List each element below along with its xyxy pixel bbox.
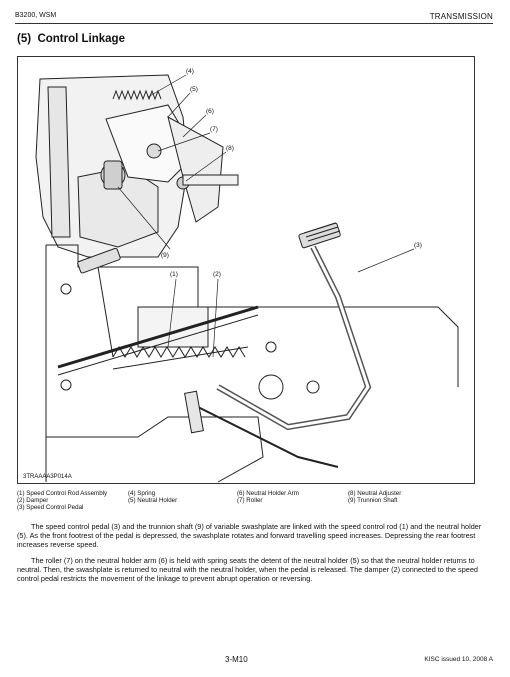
leader-2 xyxy=(212,278,219,358)
leader-3 xyxy=(357,248,415,273)
speed-control-rod-lower xyxy=(57,314,259,376)
body-paragraph-1: The speed control pedal (3) and the trun… xyxy=(17,522,482,549)
figure-code: 3TRAAAA3P014A xyxy=(23,474,72,480)
body-paragraph-2: The roller (7) on the neutral holder arm… xyxy=(17,556,478,583)
header-divider xyxy=(15,23,493,24)
rear-footrest xyxy=(77,247,121,274)
callout-2: (2) xyxy=(213,271,221,278)
legend-item: (6) Neutral Holder Arm xyxy=(237,490,299,497)
callout-7: (7) xyxy=(210,126,218,133)
leader-4 xyxy=(147,74,187,98)
legend-item: (7) Roller xyxy=(237,497,263,505)
tractor-frame xyxy=(45,244,459,482)
callout-8: (8) xyxy=(226,145,234,152)
frame-hole-2 xyxy=(60,379,72,391)
frame-hole-3 xyxy=(265,341,277,353)
page-number: 3-M10 xyxy=(225,655,248,664)
callout-5: (5) xyxy=(190,86,198,93)
page-header: B3200, WSM TRANSMISSION xyxy=(15,8,493,22)
frame-hole-5 xyxy=(306,380,320,394)
legend-item: (9) Trunnion Shaft xyxy=(348,497,398,505)
pedal-arm-left xyxy=(97,266,114,358)
leader-5 xyxy=(167,92,191,118)
speed-control-rod xyxy=(57,305,259,369)
legend-item: (3) Speed Control Pedal xyxy=(17,504,84,512)
lower-bolt xyxy=(184,390,204,434)
figure-legend: (1) Speed Control Rod Assembly (2) Dampe… xyxy=(17,490,487,520)
legend-item: (1) Speed Control Rod Assembly xyxy=(17,490,108,497)
linkage-illustration: (4) (5) (6) (7) (8) (9) (1) (2) (3) xyxy=(35,68,459,483)
linkage-figure: (4) (5) (6) (7) (8) (9) (1) (2) (3) 3TRA… xyxy=(17,56,475,484)
spring-coil xyxy=(112,89,162,101)
lower-link-rod xyxy=(197,406,339,468)
legend-column-4: (8) Neutral Adjuster (9) Trunnion Shaft xyxy=(348,490,401,504)
callout-4: (4) xyxy=(186,68,194,75)
front-footrest xyxy=(298,222,341,249)
header-chapter: TRANSMISSION xyxy=(429,12,493,21)
roller-part xyxy=(146,143,162,159)
frame-hole-4 xyxy=(258,374,284,400)
callout-3: (3) xyxy=(414,242,422,249)
header-model: B3200, WSM xyxy=(15,12,57,19)
legend-item: (5) Neutral Holder xyxy=(128,497,178,505)
callout-1: (1) xyxy=(170,271,178,278)
pedal-lever-inner xyxy=(217,246,370,429)
damper-body xyxy=(112,346,246,358)
damper-lower xyxy=(112,346,249,370)
issue-note: KISC issued 10, 2008 A xyxy=(424,656,493,663)
leader-9 xyxy=(117,186,171,250)
housing-inner-left xyxy=(47,86,71,238)
legend-column-1: (1) Speed Control Rod Assembly (2) Dampe… xyxy=(17,490,107,512)
section-title: (5) Control Linkage xyxy=(17,33,125,45)
legend-item: (8) Neutral Adjuster xyxy=(348,490,402,497)
frame-hole-1 xyxy=(60,283,72,295)
neutral-holder-arm-shape xyxy=(167,116,224,223)
legend-column-2: (4) Spring (5) Neutral Holder xyxy=(128,490,177,504)
leader-6 xyxy=(182,114,207,138)
frame-lower xyxy=(46,416,264,483)
leader-8 xyxy=(185,151,227,182)
leader-7 xyxy=(157,132,211,152)
callout-9: (9) xyxy=(161,252,169,259)
neutral-adjuster-rod xyxy=(182,174,239,186)
footrest-grid xyxy=(303,222,341,242)
legend-item: (2) Damper xyxy=(17,497,49,505)
legend-column-3: (6) Neutral Holder Arm (7) Roller xyxy=(237,490,299,504)
callout-6: (6) xyxy=(206,108,214,115)
trunnion-clamp xyxy=(103,160,123,190)
legend-item: (4) Spring xyxy=(128,490,156,497)
leader-1 xyxy=(167,278,177,348)
